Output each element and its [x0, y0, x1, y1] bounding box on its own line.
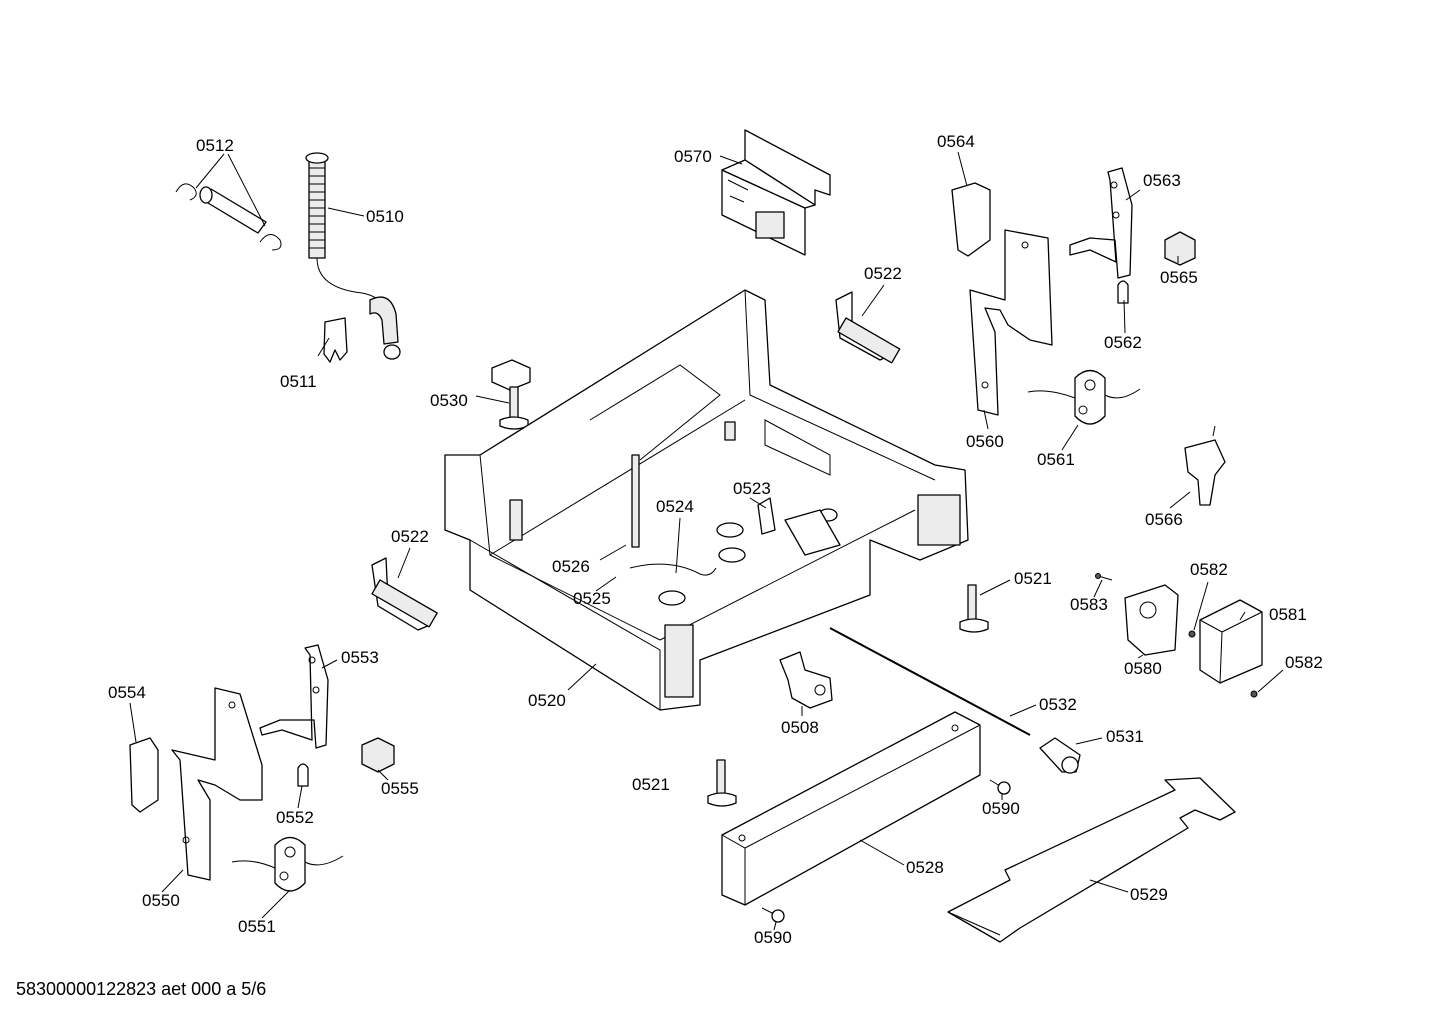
label-0566: 0566 [1145, 510, 1183, 529]
part-0590-screw-lower [761, 907, 785, 923]
label-0512: 0512 [196, 136, 234, 155]
label-0531: 0531 [1106, 727, 1144, 746]
part-0523-bracket-small [757, 497, 776, 535]
part-0583-screw [1095, 573, 1113, 581]
part-0581-cover [1199, 599, 1263, 684]
part-0550-bracket [171, 687, 263, 881]
label-0565: 0565 [1160, 268, 1198, 287]
part-0512-sleeve-clamps [175, 183, 282, 251]
part-0511-clip [323, 317, 348, 363]
label-0550: 0550 [142, 891, 180, 910]
label-0552: 0552 [276, 808, 314, 827]
label-0532: 0532 [1039, 695, 1077, 714]
label-0525: 0525 [573, 589, 611, 608]
label-0590-lower: 0590 [754, 928, 792, 947]
label-0590-upper: 0590 [982, 799, 1020, 818]
part-0510-drain-hose [305, 152, 401, 360]
label-0554: 0554 [108, 683, 146, 702]
part-0562-clip [1117, 280, 1129, 304]
label-0553: 0553 [341, 648, 379, 667]
part-0555-block [361, 737, 395, 773]
label-0511: 0511 [280, 372, 317, 391]
label-0530: 0530 [430, 391, 468, 410]
part-0522-spring-upper [835, 291, 901, 364]
label-0521-lower: 0521 [632, 775, 670, 794]
part-0508-inlet-valve [779, 651, 833, 709]
label-0561: 0561 [1037, 450, 1075, 469]
label-0582-upper: 0582 [1190, 560, 1228, 579]
label-0523: 0523 [733, 479, 771, 498]
label-0520: 0520 [528, 691, 566, 710]
part-0521-foot-right [959, 584, 989, 633]
label-0508: 0508 [781, 718, 819, 737]
part-0553-bracket [259, 644, 329, 749]
part-0563-bracket [1069, 167, 1133, 279]
label-0524: 0524 [656, 497, 694, 516]
part-0520-base-tub [444, 289, 969, 711]
part-0582-screw-lower [1250, 690, 1258, 698]
part-0570-control-module [721, 129, 831, 256]
part-0566-valve [1184, 425, 1226, 506]
part-0564-bracket [951, 182, 991, 257]
label-0583: 0583 [1070, 595, 1108, 614]
label-0563: 0563 [1143, 171, 1181, 190]
document-id-footer: 58300000122823 aet 000 a 5/6 [16, 979, 267, 999]
part-0565-block [1164, 231, 1196, 266]
part-0590-screw-upper [989, 779, 1011, 795]
label-0580: 0580 [1124, 659, 1162, 678]
label-0555: 0555 [381, 779, 419, 798]
label-0526: 0526 [552, 557, 590, 576]
part-0560-bracket [969, 229, 1053, 416]
part-0521-foot-lower [707, 759, 737, 807]
label-0528: 0528 [906, 858, 944, 877]
label-0560: 0560 [966, 432, 1004, 451]
part-0522-spring-lower [371, 557, 438, 631]
label-0529: 0529 [1130, 885, 1168, 904]
label-0564: 0564 [937, 132, 975, 151]
part-0524-wire [629, 563, 717, 576]
label-0521-right: 0521 [1014, 569, 1052, 588]
label-0582-lower: 0582 [1285, 653, 1323, 672]
part-0582-screw-upper [1188, 630, 1196, 638]
part-0552-clip [297, 763, 309, 787]
part-0561-switch [1027, 369, 1141, 425]
part-0529-plate [947, 777, 1236, 943]
label-0522-upper: 0522 [864, 264, 902, 283]
label-0562: 0562 [1104, 333, 1142, 352]
label-0551: 0551 [238, 917, 276, 936]
part-0554-block [129, 737, 159, 813]
part-0580-housing [1124, 584, 1179, 656]
part-0532-rod [829, 627, 1031, 736]
label-0522-lower: 0522 [391, 527, 429, 546]
leader-lines [129, 151, 1284, 931]
part-0531-cap [1039, 737, 1081, 774]
part-0528-kickplate [721, 711, 981, 906]
part-0551-switch [231, 836, 344, 892]
part-labels: 0512 0510 0511 0570 0564 0563 0565 0522 … [108, 132, 1323, 947]
label-0581: 0581 [1269, 605, 1307, 624]
label-0570: 0570 [674, 147, 712, 166]
part-0530-foot [491, 359, 531, 430]
label-0510: 0510 [366, 207, 404, 226]
